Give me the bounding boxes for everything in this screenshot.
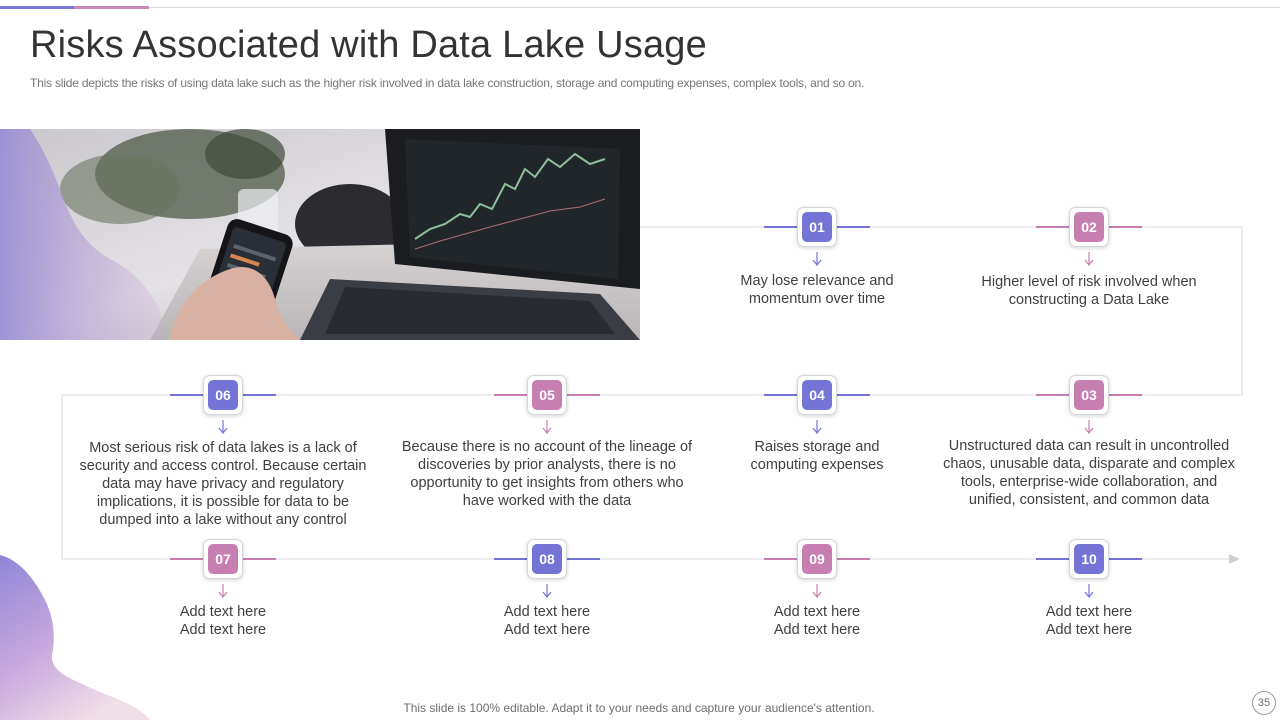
step-text-line: momentum over time — [748, 291, 886, 307]
stock-photo — [0, 129, 640, 340]
top-divider — [0, 7, 1280, 8]
page-number: 35 — [1252, 691, 1276, 715]
step-text-09: Add text here Add text here — [667, 603, 967, 639]
step-number: 04 — [802, 380, 832, 410]
step-text-line: Add text here — [1045, 622, 1133, 638]
step-number: 10 — [1074, 544, 1104, 574]
step-text-02: Higher level of risk involved when const… — [939, 273, 1239, 309]
step-text-07: Add text here Add text here — [73, 603, 373, 639]
step-text-line: May lose relevance and — [740, 273, 894, 289]
step-text-line: Add text here — [179, 622, 267, 638]
step-text-line: computing expenses — [750, 457, 884, 473]
step-badge-04: 04 — [797, 375, 837, 415]
step-badge-05: 05 — [527, 375, 567, 415]
top-accent-blue — [0, 6, 74, 9]
step-badge-08: 08 — [527, 539, 567, 579]
step-number: 07 — [208, 544, 238, 574]
step-number: 09 — [802, 544, 832, 574]
step-text-line: Add text here — [503, 622, 591, 638]
top-accent-pink — [74, 6, 149, 9]
step-badge-01: 01 — [797, 207, 837, 247]
step-number: 06 — [208, 380, 238, 410]
slide-title: Risks Associated with Data Lake Usage — [30, 24, 707, 66]
step-text-line: Add text here — [773, 622, 861, 638]
step-badge-10: 10 — [1069, 539, 1109, 579]
decorative-blob — [0, 555, 150, 720]
slide-footer: This slide is 100% editable. Adapt it to… — [0, 701, 1280, 715]
step-number: 01 — [802, 212, 832, 242]
step-badge-07: 07 — [203, 539, 243, 579]
step-badge-02: 02 — [1069, 207, 1109, 247]
step-text-04: Raises storage and computing expenses — [667, 438, 967, 474]
step-text-line: Add text here — [179, 604, 267, 620]
footer-text: This slide is 100% editable. Adapt it to… — [403, 701, 875, 715]
photo-illustration-icon — [0, 129, 640, 340]
step-text-line: Raises storage and — [754, 439, 880, 455]
step-badge-06: 06 — [203, 375, 243, 415]
step-text-08: Add text here Add text here — [397, 603, 697, 639]
step-text-03: Unstructured data can result in uncontro… — [943, 438, 1235, 508]
step-text-06: Most serious risk of data lakes is a lac… — [79, 440, 367, 528]
step-badge-03: 03 — [1069, 375, 1109, 415]
step-text-01: May lose relevance and momentum over tim… — [667, 272, 967, 308]
step-number: 02 — [1074, 212, 1104, 242]
step-text-line: Add text here — [1045, 604, 1133, 620]
step-text-line: constructing a Data Lake — [1008, 292, 1170, 308]
step-text-line: Higher level of risk involved when — [981, 274, 1197, 290]
step-text-line: Add text here — [503, 604, 591, 620]
step-badge-09: 09 — [797, 539, 837, 579]
step-number: 05 — [532, 380, 562, 410]
step-text-10: Add text here Add text here — [939, 603, 1239, 639]
step-text-05: Because there is no account of the linea… — [401, 439, 693, 509]
step-number: 03 — [1074, 380, 1104, 410]
step-text-line: Add text here — [773, 604, 861, 620]
step-number: 08 — [532, 544, 562, 574]
slide-subtitle: This slide depicts the risks of using da… — [30, 76, 865, 90]
